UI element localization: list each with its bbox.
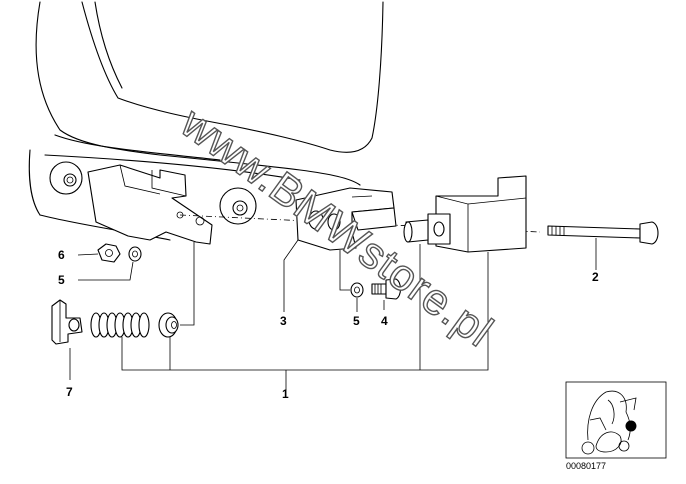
- hinge-block: [403, 175, 527, 253]
- frame-bracket: [87, 164, 213, 245]
- callout-1: 1: [282, 387, 289, 401]
- scooter-thumbnail: [565, 381, 667, 459]
- callout-5-left: 5: [58, 273, 65, 287]
- mounting-boss-right: [219, 187, 257, 225]
- part-5-washer-middle: [350, 282, 364, 298]
- callout-5-middle: 5: [353, 314, 360, 328]
- part-2-long-bolt: [547, 221, 659, 245]
- spring: [90, 312, 150, 338]
- part-6-nut: [97, 243, 121, 263]
- part-3-bracket: [295, 187, 397, 251]
- reference-number: 00080177: [566, 461, 606, 471]
- callout-7: 7: [66, 385, 73, 399]
- scooter-body-outline: [28, 1, 384, 241]
- callout-3: 3: [280, 314, 287, 328]
- leader-lines: [69, 238, 597, 390]
- callout-6: 6: [58, 248, 65, 262]
- callout-2: 2: [592, 270, 599, 284]
- part-5-washer-left: [128, 246, 142, 262]
- location-marker: [625, 420, 637, 432]
- mounting-boss-left: [49, 161, 83, 195]
- bushing: [158, 312, 179, 338]
- callout-4: 4: [381, 314, 388, 328]
- part-4-screw: [371, 278, 402, 300]
- part-7-clip: [51, 299, 83, 345]
